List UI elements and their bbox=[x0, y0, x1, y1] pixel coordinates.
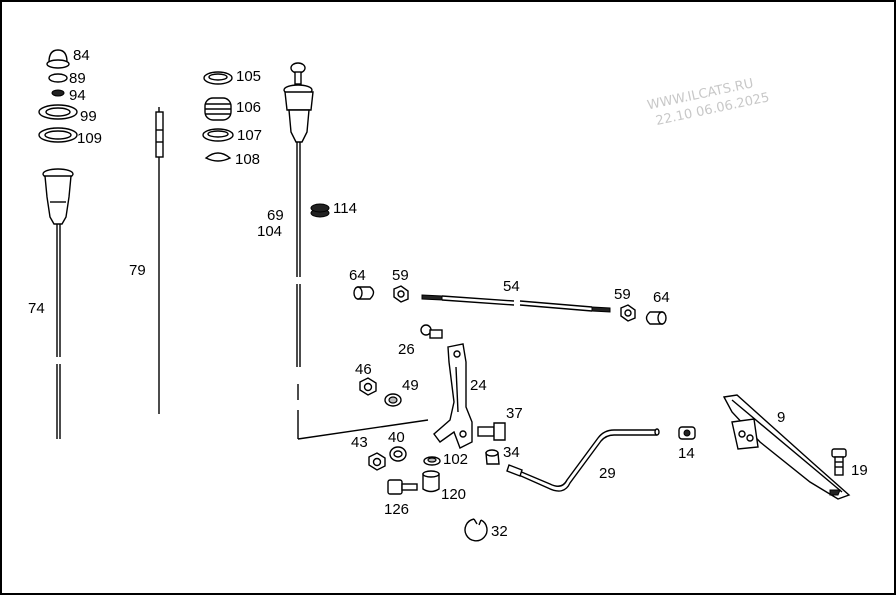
label-126: 126 bbox=[384, 501, 409, 518]
label-108: 108 bbox=[235, 151, 260, 168]
part-24-lever bbox=[433, 343, 473, 449]
part-37-bolt bbox=[477, 422, 506, 441]
label-64-right: 64 bbox=[653, 289, 670, 306]
label-34: 34 bbox=[503, 444, 520, 461]
label-104: 104 bbox=[257, 223, 282, 240]
part-14-bushing bbox=[678, 426, 696, 440]
label-84: 84 bbox=[73, 47, 90, 64]
label-89: 89 bbox=[69, 70, 86, 87]
label-49: 49 bbox=[402, 377, 419, 394]
part-79-rod bbox=[155, 107, 164, 414]
part-19-screw bbox=[831, 448, 847, 476]
label-19: 19 bbox=[851, 462, 868, 479]
label-9: 9 bbox=[777, 409, 785, 426]
part-29-shaft bbox=[506, 428, 660, 492]
part-43-nut bbox=[368, 452, 386, 471]
label-46: 46 bbox=[355, 361, 372, 378]
part-46-nut bbox=[359, 377, 377, 396]
part-108-clip bbox=[204, 152, 232, 162]
part-9-pedal bbox=[722, 394, 851, 500]
label-59-right: 59 bbox=[614, 286, 631, 303]
label-106: 106 bbox=[236, 99, 261, 116]
label-109: 109 bbox=[77, 130, 102, 147]
label-94: 94 bbox=[69, 87, 86, 104]
label-32: 32 bbox=[491, 523, 508, 540]
label-14: 14 bbox=[678, 445, 695, 462]
part-120-bushing bbox=[422, 470, 440, 493]
label-105: 105 bbox=[236, 68, 261, 85]
part-109-ring bbox=[38, 127, 78, 143]
part-126-screw bbox=[387, 479, 418, 495]
part-89-ring bbox=[48, 73, 68, 83]
part-40-washer bbox=[389, 446, 407, 462]
label-40: 40 bbox=[388, 429, 405, 446]
label-107: 107 bbox=[237, 127, 262, 144]
label-29: 29 bbox=[599, 465, 616, 482]
part-74-guide-tube bbox=[42, 168, 74, 439]
part-32-circlip bbox=[464, 518, 488, 542]
part-69-dipstick bbox=[283, 62, 429, 440]
part-54-rod bbox=[421, 294, 611, 313]
part-64-ball-socket-left bbox=[353, 286, 375, 300]
label-26: 26 bbox=[398, 341, 415, 358]
label-99: 99 bbox=[80, 108, 97, 125]
part-34-bushing bbox=[485, 449, 500, 465]
label-102: 102 bbox=[443, 451, 468, 468]
label-54: 54 bbox=[503, 278, 520, 295]
part-107-ring bbox=[202, 128, 234, 142]
part-106-bellows bbox=[204, 97, 232, 121]
part-64-ball-socket-right bbox=[645, 311, 667, 325]
part-49-washer bbox=[384, 393, 402, 407]
part-84-knob bbox=[46, 49, 70, 69]
label-64-left: 64 bbox=[349, 267, 366, 284]
label-69: 69 bbox=[267, 207, 284, 224]
label-43: 43 bbox=[351, 434, 368, 451]
part-94-washer bbox=[51, 89, 65, 97]
part-99-seal bbox=[38, 104, 78, 120]
label-114: 114 bbox=[333, 200, 357, 217]
part-59-nut-left bbox=[393, 285, 409, 303]
part-114-bushing bbox=[310, 203, 330, 218]
watermark: WWW.ILCATS.RU 22.10 06.06.2025 bbox=[646, 76, 771, 129]
label-59-left: 59 bbox=[392, 267, 409, 284]
label-37: 37 bbox=[506, 405, 523, 422]
label-24: 24 bbox=[470, 377, 487, 394]
part-105-cap bbox=[203, 71, 233, 85]
part-59-nut-right bbox=[620, 304, 636, 322]
label-120: 120 bbox=[441, 486, 466, 503]
part-102-clip bbox=[423, 456, 441, 466]
part-26-ball-stud bbox=[420, 324, 443, 339]
label-79: 79 bbox=[129, 262, 146, 279]
label-74: 74 bbox=[28, 300, 45, 317]
